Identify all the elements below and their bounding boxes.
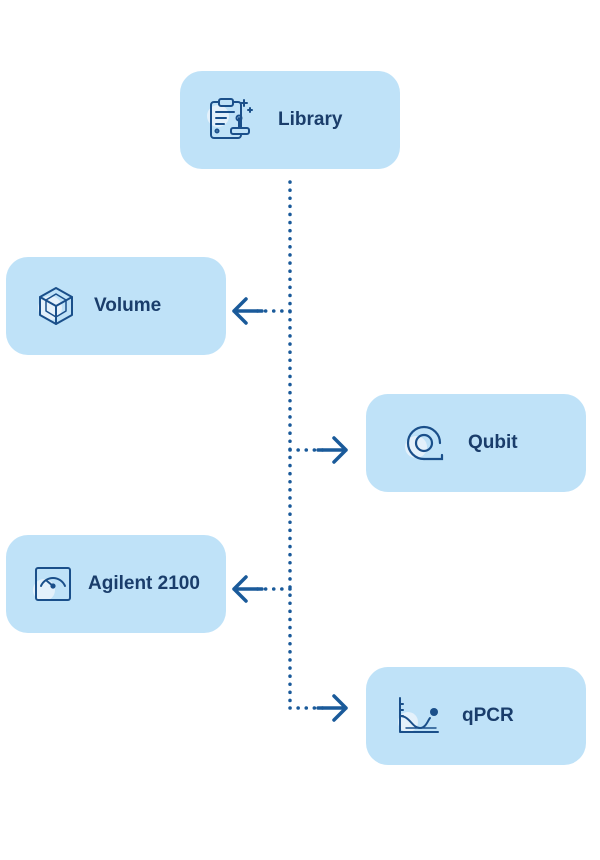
node-agilent-2100: Agilent 2100: [6, 535, 226, 633]
node-volume: Volume: [6, 257, 226, 355]
arrow-right-icon: [316, 436, 348, 464]
node-label: Library: [278, 109, 343, 130]
amplification-curve-icon: [388, 688, 444, 744]
node-label: qPCR: [462, 705, 514, 726]
clipboard-flask-icon: [202, 92, 258, 148]
qubit-spiral-icon: [396, 415, 452, 471]
arrow-left-icon: [232, 297, 264, 325]
node-label: Volume: [94, 295, 162, 316]
arrow-right-icon: [316, 694, 348, 722]
arrow-left-icon: [232, 575, 264, 603]
node-label: Qubit: [468, 432, 518, 453]
node-label: Agilent 2100: [88, 573, 200, 594]
gauge-icon: [26, 556, 82, 612]
cube-icon: [28, 278, 84, 334]
node-qpcr: qPCR: [366, 667, 586, 765]
node-library: Library: [180, 71, 400, 169]
node-qubit: Qubit: [366, 394, 586, 492]
